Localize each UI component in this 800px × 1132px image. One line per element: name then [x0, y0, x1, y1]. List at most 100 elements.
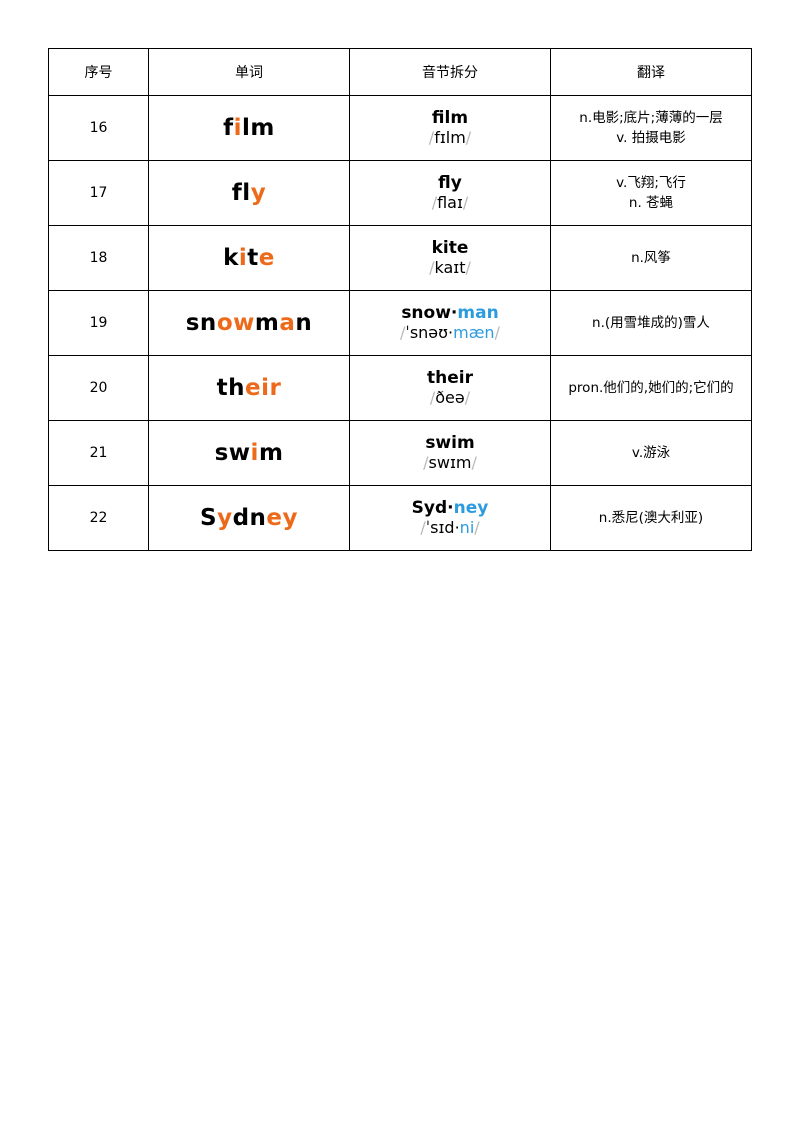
translation-cell: v.飞翔;飞行 n. 苍蝇 [550, 160, 752, 226]
ipa-transcription: /ðeə/ [350, 388, 550, 408]
syllable-split: film [350, 108, 550, 128]
ipa-transcription: /flaɪ/ [350, 193, 550, 213]
word-segment: fl [231, 180, 251, 206]
translation-cell: n.风筝 [550, 225, 752, 291]
row-number: 18 [48, 225, 149, 291]
syllable: man [457, 303, 499, 323]
syllable-cell: swim/swɪm/ [349, 420, 551, 486]
word-segment: m [254, 310, 280, 336]
word-segment: sn [185, 310, 217, 336]
syllable-split: their [350, 368, 550, 388]
syllable-dot: · [450, 303, 458, 323]
word-highlight-segment: ow [216, 310, 255, 336]
word-highlight-segment: i [233, 115, 243, 141]
word-cell: Sydney [148, 485, 350, 551]
syllable-split: snow·man [350, 303, 550, 323]
word-segment: sw [214, 440, 251, 466]
word-segment: k [223, 245, 239, 271]
row-number: 22 [48, 485, 149, 551]
word-segment: m [258, 440, 284, 466]
word-highlight-segment: ey [266, 505, 298, 531]
translation-line: n.(用雪堆成的)雪人 [592, 315, 710, 331]
word-highlight-segment: a [279, 310, 296, 336]
ipa-slash: / [423, 453, 429, 472]
syllable-dot: · [447, 498, 454, 518]
word-segment: f [223, 115, 234, 141]
word-segment: lm [242, 115, 275, 141]
header-number: 序号 [48, 48, 149, 96]
word-segment: n [295, 310, 313, 336]
syllable: their [427, 368, 473, 388]
ipa-segment: swɪm [428, 453, 472, 472]
ipa-transcription: /ˈsnəʊ·mæn/ [350, 323, 550, 343]
header-syllables: 音节拆分 [349, 48, 551, 96]
ipa-dot: · [454, 518, 460, 537]
syllable: ney [453, 498, 489, 518]
ipa-slash: / [420, 518, 426, 537]
ipa-dot: · [448, 323, 454, 342]
syllable-cell: their/ðeə/ [349, 355, 551, 421]
ipa-slash: / [471, 453, 477, 472]
translation-line: v.飞翔;飞行 [616, 175, 686, 191]
ipa-segment: mæn [453, 323, 495, 342]
word: swim [215, 440, 284, 466]
ipa-slash: / [428, 128, 435, 147]
row-number: 19 [48, 290, 149, 356]
translation-line: pron.他们的,她们的;它们的 [568, 380, 734, 396]
word-segment: S [199, 505, 218, 531]
translation-cell: n.悉尼(澳大利亚) [550, 485, 752, 551]
ipa-segment: ˈsɪd [425, 518, 455, 537]
translation-line: v. 拍摄电影 [616, 130, 686, 146]
ipa-slash: / [494, 323, 500, 342]
syllable: film [431, 108, 469, 128]
ipa-slash: / [462, 193, 469, 212]
translation-line: v.游泳 [631, 445, 671, 461]
ipa-segment: flaɪ [437, 193, 463, 212]
ipa-segment: fɪlm [434, 128, 466, 147]
word-segment: t [247, 245, 259, 271]
word-highlight-segment: e [258, 245, 275, 271]
word-cell: fly [148, 160, 350, 226]
ipa-slash: / [431, 193, 438, 212]
word-highlight-segment: i [250, 440, 259, 466]
syllable-cell: fly/flaɪ/ [349, 160, 551, 226]
ipa-transcription: /ˈsɪd·ni/ [350, 518, 550, 538]
ipa-segment: ˈsnəʊ [405, 323, 449, 342]
ipa-segment: kaɪt [434, 258, 466, 277]
translation-cell: pron.他们的,她们的;它们的 [550, 355, 752, 421]
ipa-slash: / [429, 388, 436, 407]
word: Sydney [200, 505, 298, 531]
ipa-slash: / [474, 518, 480, 537]
syllable-split: fly [350, 173, 550, 193]
syllable: snow [401, 303, 451, 323]
syllable-split: swim [350, 433, 550, 453]
syllable: fly [438, 173, 462, 193]
translation-cell: v.游泳 [550, 420, 752, 486]
syllable: swim [425, 433, 475, 453]
syllable: Syd [411, 498, 448, 518]
word-highlight-segment: y [217, 505, 233, 531]
ipa-slash: / [465, 128, 472, 147]
word-cell: swim [148, 420, 350, 486]
word-cell: snowman [148, 290, 350, 356]
row-number: 16 [48, 95, 149, 161]
translation-line: n. 苍蝇 [628, 195, 674, 211]
translation-line: n.悉尼(澳大利亚) [598, 510, 704, 526]
word-highlight-segment: i [238, 245, 248, 271]
word-cell: their [148, 355, 350, 421]
word-highlight-segment: y [250, 180, 267, 206]
syllable-split: Syd·ney [350, 498, 550, 518]
word-highlight-segment: eir [245, 375, 282, 401]
ipa-transcription: /fɪlm/ [350, 128, 550, 148]
word-segment: dn [232, 505, 267, 531]
translation-line: n.风筝 [631, 250, 671, 266]
word-cell: film [148, 95, 350, 161]
